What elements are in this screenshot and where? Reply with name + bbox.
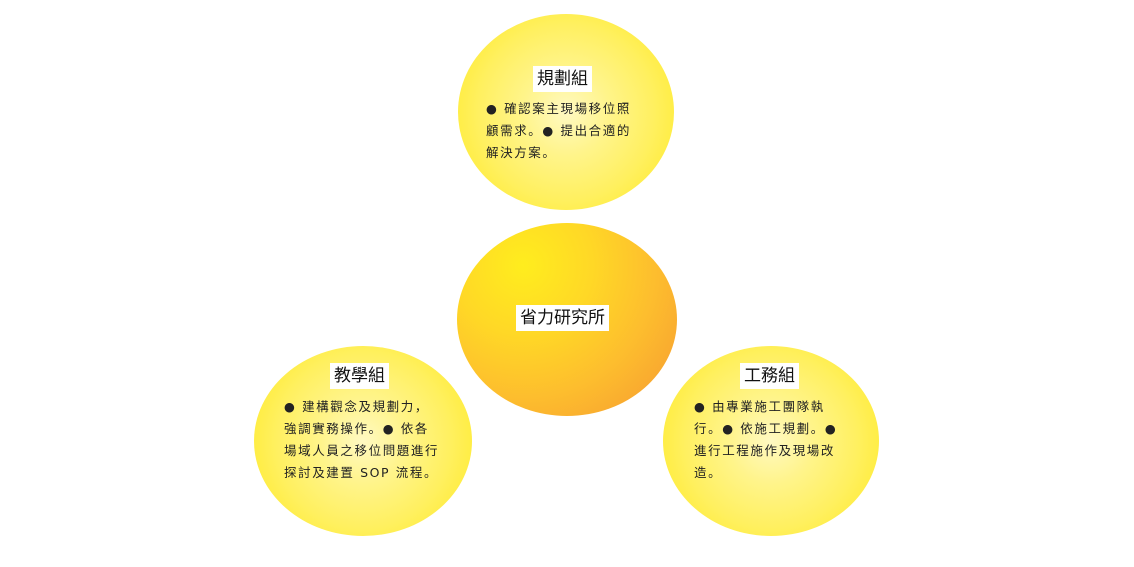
planning-desc-line-1: ● 確認案主現場移位照 [486,101,631,116]
planning-desc-line-2: 顧需求。● 提出合適的 [486,123,631,138]
engineering-desc-line-3: 進行工程施作及現場改 [694,443,836,458]
engineering-group-title: 工務組 [740,363,799,389]
teaching-desc-line-2: 強調實務操作。● 依各 [284,421,429,436]
teaching-group-description: ● 建構觀念及規劃力， 強調實務操作。● 依各 場域人員之移位問題進行 探討及建… [284,396,439,484]
planning-desc-line-3: 解決方案。 [486,145,557,160]
planning-group-title: 規劃組 [533,66,592,92]
center-label: 省力研究所 [516,305,609,331]
teaching-desc-line-3: 場域人員之移位問題進行 [284,443,440,458]
engineering-desc-line-4: 造。 [694,465,723,480]
engineering-group-description: ● 由專業施工團隊執 行。● 依施工規劃。● 進行工程施作及現場改 造。 [694,396,837,484]
teaching-desc-line-1: ● 建構觀念及規劃力， [284,399,429,414]
planning-group-description: ● 確認案主現場移位照 顧需求。● 提出合適的 解決方案。 [486,98,631,164]
teaching-group-title: 教學組 [330,363,389,389]
teaching-desc-line-4: 探討及建置 SOP 流程。 [284,465,439,480]
engineering-desc-line-1: ● 由專業施工團隊執 [694,399,825,414]
planning-group-circle [458,14,674,210]
engineering-desc-line-2: 行。● 依施工規劃。● [694,421,838,436]
